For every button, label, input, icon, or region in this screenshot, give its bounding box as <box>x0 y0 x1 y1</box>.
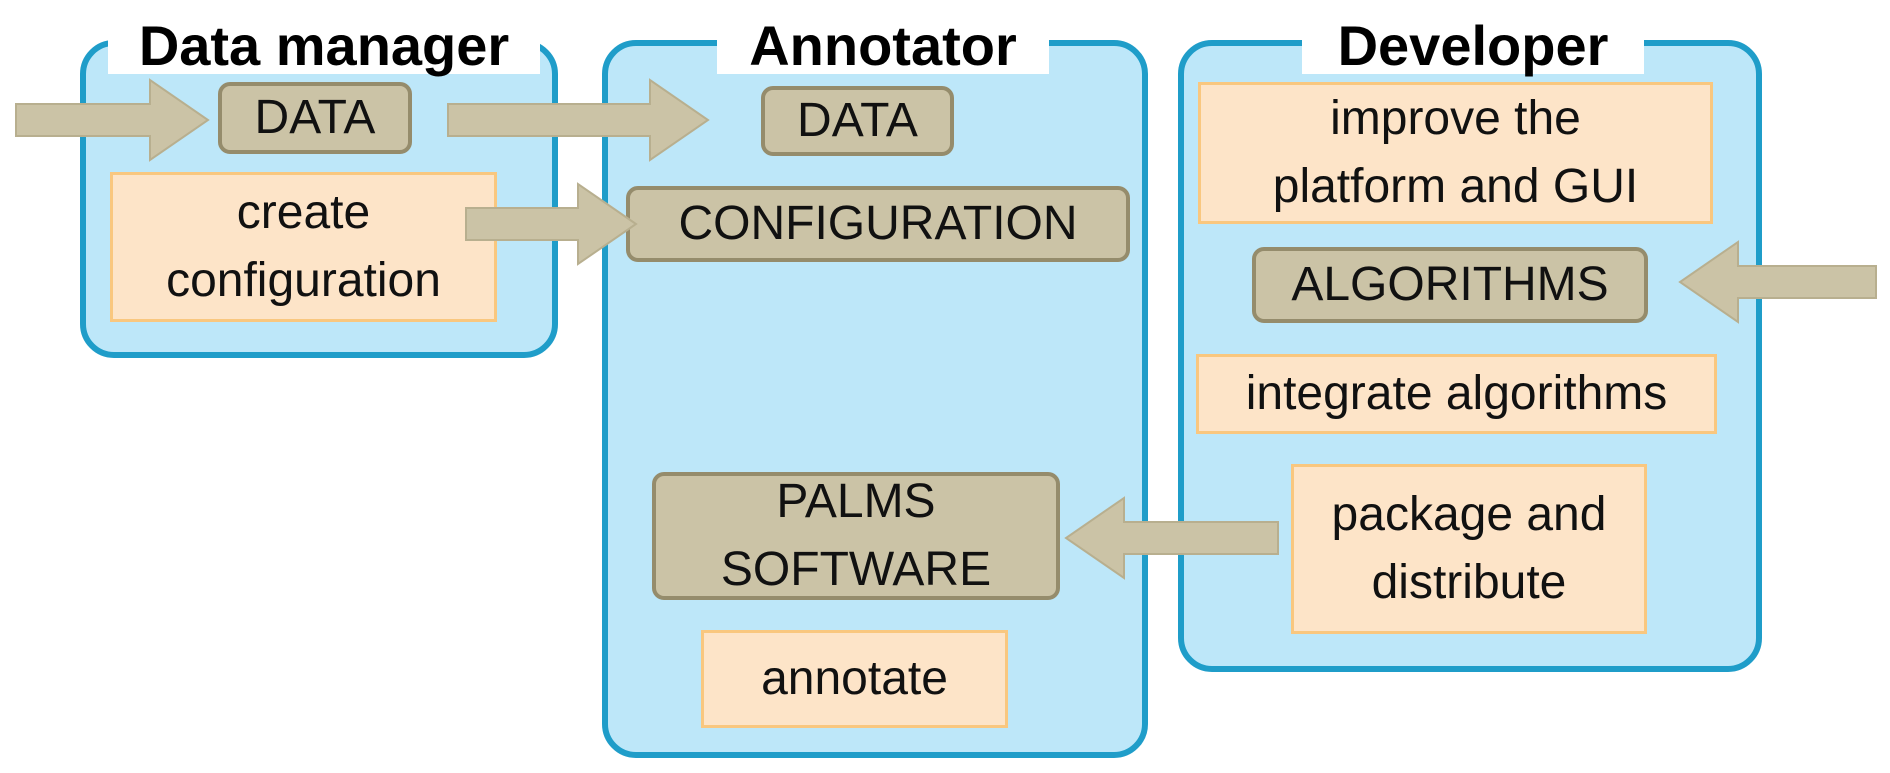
data-manager-data-box: DATA <box>218 82 412 154</box>
data-manager-title: Data manager <box>108 18 540 74</box>
annotate-box: annotate <box>701 630 1008 728</box>
annotator-data-box: DATA <box>761 86 954 156</box>
create-configuration-box: create configuration <box>110 172 497 322</box>
package-distribute-box: package and distribute <box>1291 464 1647 634</box>
configuration-box: CONFIGURATION <box>626 186 1130 262</box>
developer-title: Developer <box>1302 18 1644 74</box>
improve-platform-box: improve the platform and GUI <box>1198 82 1713 224</box>
palms-software-box: PALMS SOFTWARE <box>652 472 1060 600</box>
annotator-title: Annotator <box>717 18 1049 74</box>
algorithms-box: ALGORITHMS <box>1252 247 1648 323</box>
integrate-algorithms-box: integrate algorithms <box>1196 354 1717 434</box>
